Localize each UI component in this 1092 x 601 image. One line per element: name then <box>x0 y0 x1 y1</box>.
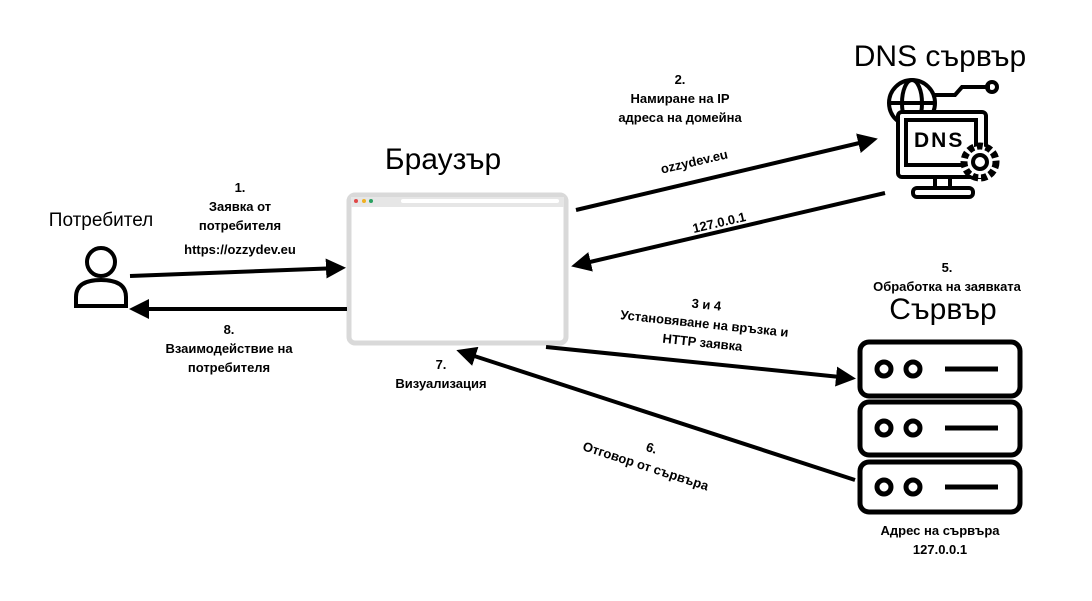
arrow-step6 <box>456 346 856 482</box>
step8-number: 8. <box>223 322 235 337</box>
server-icon <box>857 339 1023 515</box>
step5-label: 5. Обработка на заявката <box>873 258 1021 296</box>
step1-label: 1. Заявка от потребителя https://ozzydev… <box>184 178 296 259</box>
step5-number: 5. <box>941 260 953 275</box>
server-label: Сървър <box>889 293 997 326</box>
server-address: Адрес на сървъра 127.0.0.1 <box>881 521 1000 559</box>
step8-text: потребителя <box>187 360 271 375</box>
step8-text: Взаимодействие на <box>165 341 293 356</box>
step5-text: Обработка на заявката <box>873 279 1021 294</box>
step7-number: 7. <box>435 357 447 372</box>
step7-text: Визуализация <box>395 376 487 391</box>
user-icon <box>74 246 128 308</box>
arrow-dns-response <box>571 191 886 272</box>
step2-label: 2. Намиране на IP адреса на домейна <box>618 70 741 127</box>
dns-icon-label: DNS <box>914 129 965 152</box>
step1-url: https://ozzydev.eu <box>184 242 296 257</box>
dns-server-icon <box>887 78 1000 199</box>
step1-text: Заявка от <box>208 199 272 214</box>
arrow-step2 <box>575 133 878 212</box>
step1-number: 1. <box>234 180 246 195</box>
user-label: Потребител <box>48 210 154 231</box>
step2-text: Намиране на IP <box>630 91 730 106</box>
arrow-step1 <box>129 258 346 279</box>
server-address-ip: 127.0.0.1 <box>912 542 968 557</box>
browser-label: Браузър <box>384 143 502 176</box>
step2-number: 2. <box>674 72 686 87</box>
step2-text: адреса на домейна <box>618 110 742 125</box>
browser-window-icon <box>346 192 569 346</box>
step1-text: потребителя <box>198 218 282 233</box>
step8-label: 8. Взаимодействие на потребителя <box>165 320 292 377</box>
arrow-step34 <box>545 345 856 387</box>
step7-label: 7. Визуализация <box>395 355 486 393</box>
server-address-label: Адрес на сървъра <box>880 523 1000 538</box>
dns-server-label: DNS сървър <box>853 40 1027 73</box>
